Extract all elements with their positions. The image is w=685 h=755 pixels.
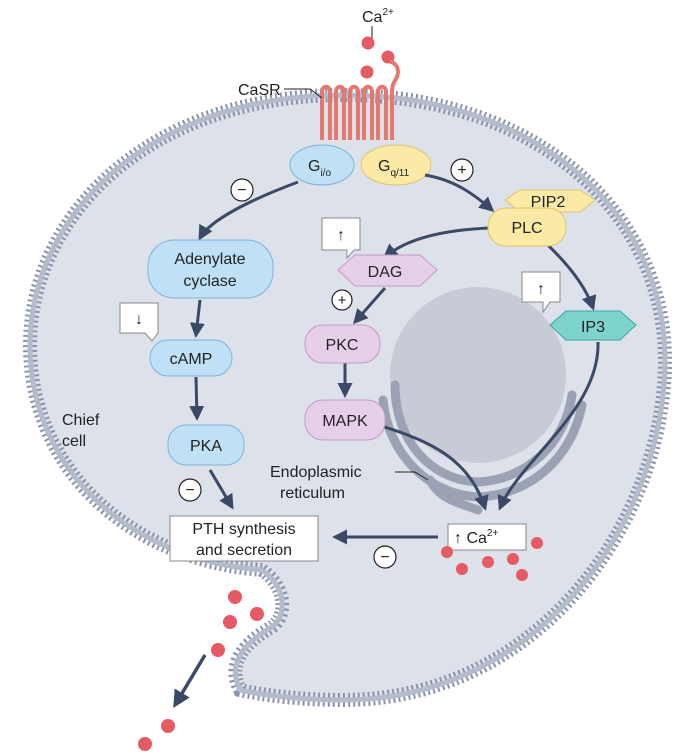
ca-ion [507,553,519,565]
secreted-ion [250,607,264,621]
svg-text:cyclase: cyclase [183,273,236,290]
secreted-ion [161,719,175,733]
chief-cell-label: Chief [62,412,100,429]
ip3-node [549,310,637,341]
adenylate-cyclase-label: Adenylate [174,251,245,268]
secreted-ion [138,737,152,751]
plc-node [487,207,567,247]
ca-ion [441,546,453,558]
ca-ion [482,556,494,568]
casr-label: CaSR [238,82,281,99]
svg-text:Gi/o: Gi/o [308,158,331,179]
increase-callout [521,271,561,314]
ca-ext-label: Ca2+ [362,7,394,26]
plus-sign [450,158,474,182]
pathway-arrows [173,173,600,709]
pkc-node [304,324,381,364]
gio-label: G [308,158,320,175]
secreted-ion [223,615,237,629]
decrease-callout [119,302,159,342]
svg-text:−: − [237,182,246,199]
dag-label: DAG [368,264,403,281]
er-label: Endoplasmic [270,464,362,481]
pkc-label: PKC [326,337,359,354]
svg-text:cell: cell [62,433,86,450]
gio-node [289,144,355,186]
svg-text:↑: ↑ [337,227,345,244]
svg-text:reticulum: reticulum [280,485,345,502]
pth-label: PTH synthesis [192,521,295,538]
ca-ion [516,569,528,581]
casr-receptor [320,60,401,140]
svg-text:Gq/11: Gq/11 [378,158,410,179]
svg-text:↑: ↑ [537,281,545,298]
adenylate-cyclase-node [147,239,274,299]
mapk-node [304,399,386,441]
ca-ion [360,65,374,79]
pth-box [169,515,319,562]
increase-callout [321,217,361,260]
ca-ion [531,537,543,549]
svg-text:+: + [457,162,466,179]
camp-label: cAMP [170,351,213,368]
svg-text:+: + [338,292,347,309]
secreted-ion [211,643,225,657]
gq11-label: G [378,158,390,175]
pip2-label: PIP2 [531,194,566,211]
ca-ion [361,36,375,50]
pka-node [167,424,245,466]
camp-node [149,339,233,377]
plc-label: PLC [511,220,542,237]
pka-label: PKA [190,438,222,455]
gq11-node [360,144,432,186]
ca-ion [456,563,468,575]
svg-text:↓: ↓ [135,311,143,328]
svg-text:−: − [380,549,389,566]
secreted-ion [228,590,242,604]
svg-text:and secretion: and secretion [196,542,292,559]
dag-node [337,254,438,287]
intracellular-ca-box [447,523,527,551]
plus-sign [331,289,353,311]
minus-sign [230,178,254,202]
minus-sign [178,478,202,502]
svg-text:−: − [185,482,194,499]
minus-sign [373,545,397,569]
nucleus [390,287,566,463]
intracellular-ca-label: ↑ Ca2+ [454,528,498,547]
ip3-label: IP3 [581,319,605,336]
mapk-label: MAPK [322,413,368,430]
